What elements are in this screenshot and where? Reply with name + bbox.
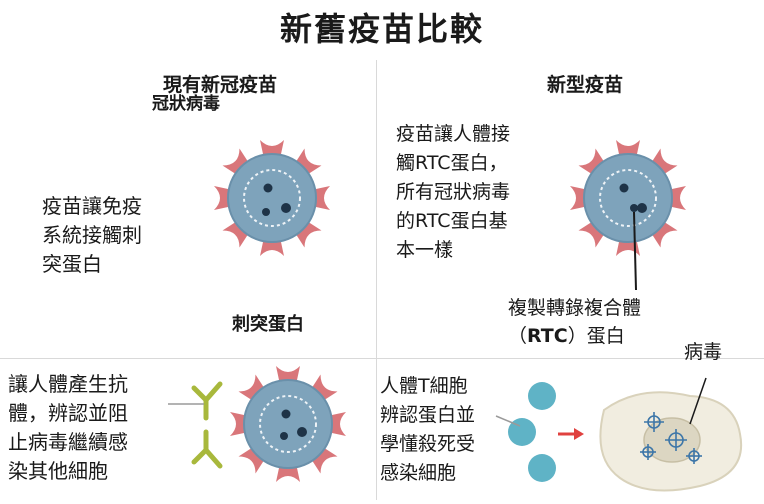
text-line: 本一樣 [396, 239, 454, 261]
text-line: 的RTC蛋白基 [396, 210, 508, 232]
text-line: 系統接觸刺 [42, 223, 142, 247]
t-cells-icon [508, 382, 556, 482]
text-line: 止病毒繼續感 [8, 430, 128, 454]
arrow-icon [558, 428, 584, 440]
rtc-label-line-2: （RTC）蛋白 [508, 322, 641, 350]
infected-cell-icon [599, 377, 743, 492]
left-description: 疫苗讓免疫 系統接觸刺 突蛋白 [42, 192, 142, 279]
vertical-divider [376, 60, 377, 500]
text-line: 突蛋白 [42, 252, 102, 276]
coronavirus-top-right-icon [570, 140, 686, 291]
spike-protein-label: 刺突蛋白 [232, 314, 304, 335]
virus-label: 病毒 [684, 341, 723, 363]
text-line: 染其他細胞 [8, 459, 108, 483]
coronavirus-top-left-icon [214, 140, 330, 256]
text-line: 學懂殺死受 [380, 433, 476, 455]
text-line: 疫苗讓免疫 [42, 194, 142, 218]
text-line: 疫苗讓人體接 [396, 123, 511, 145]
antibody-lower-icon [191, 429, 223, 469]
rtc-label-line-1: 複製轉錄複合體 [508, 297, 642, 319]
rtc-paren-open: （ [508, 325, 528, 347]
rtc-paren-close: ）蛋白 [567, 325, 625, 347]
coronavirus-bottom-left-icon [230, 366, 346, 482]
right-description: 疫苗讓人體接 觸RTC蛋白， 所有冠狀病毒 的RTC蛋白基 本一樣 [396, 120, 510, 265]
horizontal-divider [0, 358, 764, 359]
coronavirus-label: 冠狀病毒 [152, 94, 220, 114]
text-line: 讓人體產生抗 [8, 372, 128, 396]
text-line: 觸RTC蛋白， [396, 152, 508, 174]
t-cell-description: 人體T細胞 辨認蛋白並 學懂殺死受 感染細胞 [380, 372, 475, 488]
t-cell-leader-line [495, 415, 521, 427]
text-line: 辨認蛋白並 [380, 404, 476, 426]
text-line: 所有冠狀病毒 [396, 181, 511, 203]
text-line: 體，辨認並阻 [8, 401, 128, 425]
text-line: 人體T細胞 [380, 375, 468, 397]
right-column-heading: 新型疫苗 [546, 74, 623, 96]
antibody-upper-icon [191, 381, 223, 421]
page-title: 新舊疫苗比較 [279, 10, 484, 48]
left-column-heading: 現有新冠疫苗 [162, 74, 277, 96]
antibody-description: 讓人體產生抗 體，辨認並阻 止病毒繼續感 染其他細胞 [8, 370, 128, 486]
rtc-protein-label: 複製轉錄複合體 （RTC）蛋白 [508, 294, 641, 350]
rtc-abbrev: RTC [527, 325, 568, 347]
text-line: 感染細胞 [380, 462, 457, 484]
